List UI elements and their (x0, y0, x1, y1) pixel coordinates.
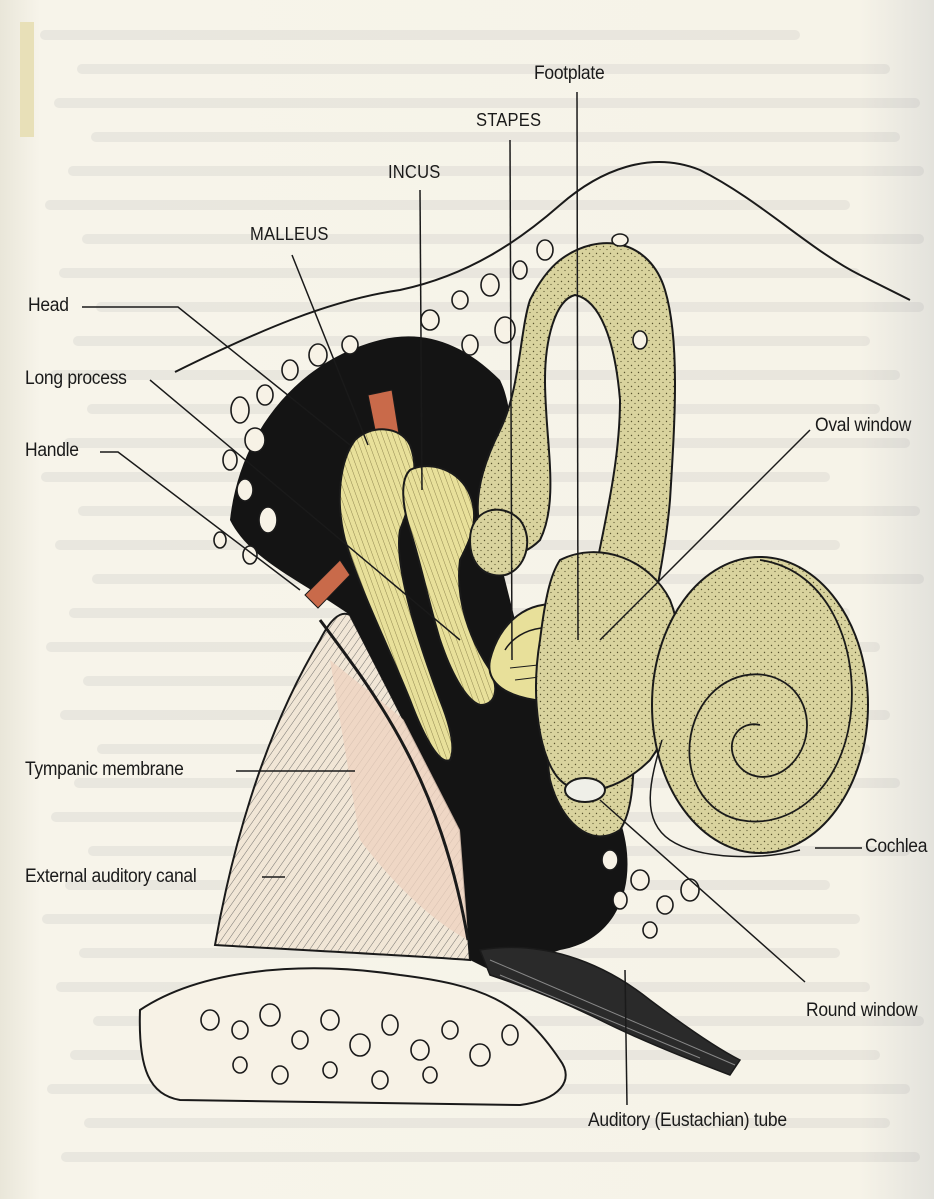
label-footplate: Footplate (534, 63, 604, 85)
label-stapes: STAPES (476, 110, 541, 131)
label-round-window: Round window (806, 1000, 917, 1022)
label-handle: Handle (25, 440, 79, 462)
round-window-shape (565, 778, 605, 802)
label-oval-window: Oval window (815, 415, 911, 437)
label-cochlea: Cochlea (865, 836, 927, 858)
leader-stapes (510, 140, 512, 660)
label-tympanic-membrane: Tympanic membrane (25, 759, 184, 781)
posterior-canal (470, 510, 527, 576)
label-head: Head (28, 295, 69, 317)
label-malleus: MALLEUS (250, 224, 329, 245)
cochlea-shape (650, 557, 868, 857)
leader-footplate (577, 92, 578, 640)
label-auditory-tube: Auditory (Eustachian) tube (588, 1110, 787, 1132)
label-long-process: Long process (25, 368, 127, 390)
label-external-auditory-canal: External auditory canal (25, 866, 196, 888)
label-incus: INCUS (388, 162, 440, 183)
